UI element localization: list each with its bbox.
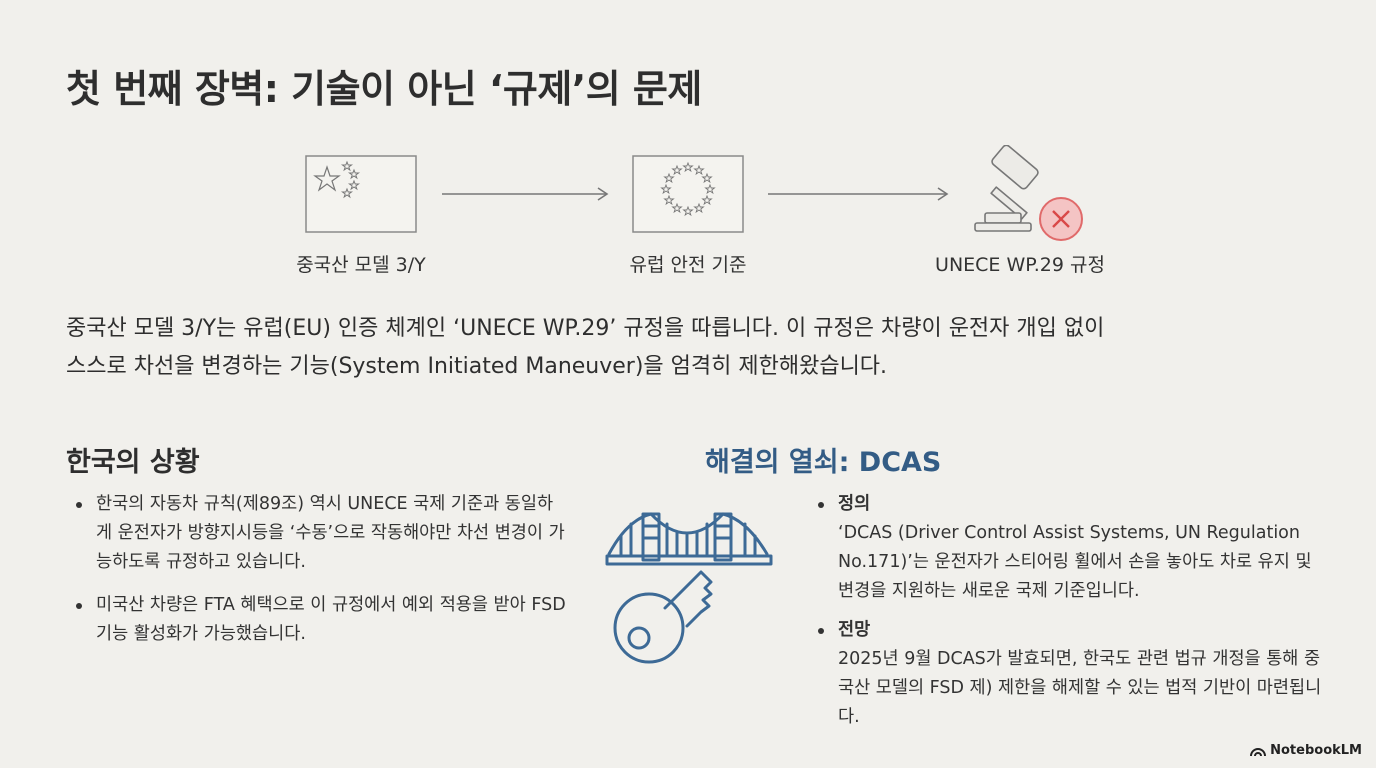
list-item: 정의 ‘DCAS (Driver Control Assist Systems,… xyxy=(808,490,1328,606)
intro-line: 중국산 모델 3/Y는 유럽(EU) 인증 체계인 ‘UNECE WP.29’ … xyxy=(66,316,1105,341)
flow-label-unece: UNECE WP.29 규정 xyxy=(935,254,1105,276)
brand-watermark: NotebookLM xyxy=(1250,743,1362,758)
dcas-definition-text: ‘DCAS (Driver Control Assist Systems, UN… xyxy=(838,523,1312,601)
gavel-reject-icon xyxy=(974,145,1083,241)
list-item: 미국산 차량은 FTA 혜택으로 이 규정에서 예외 적용을 받아 FSD 기능… xyxy=(66,591,566,649)
list-item: 전망 2025년 9월 DCAS가 발효되면, 한국도 관련 법규 개정을 통해… xyxy=(808,616,1328,732)
dcas-definition-heading: 정의 xyxy=(838,494,871,514)
flow-label-eu-standard: 유럽 안전 기준 xyxy=(629,254,747,276)
dcas-heading: 해결의 열쇠: DCAS xyxy=(705,447,942,478)
arrow-right-icon xyxy=(768,187,949,201)
list-item: 한국의 자동차 규칙(제89조) 역시 UNECE 국제 기준과 동일하게 운전… xyxy=(66,490,566,577)
dcas-outlook-text: 2025년 9월 DCAS가 발효되면, 한국도 관련 법규 개정을 통해 중국… xyxy=(838,649,1322,727)
dcas-outlook-heading: 전망 xyxy=(838,620,871,640)
intro-paragraph: 중국산 모델 3/Y는 유럽(EU) 인증 체계인 ‘UNECE WP.29’ … xyxy=(66,310,1266,386)
notebooklm-logo-icon xyxy=(1250,747,1267,756)
brand-name: NotebookLM xyxy=(1270,743,1362,758)
korea-bullet-list: 한국의 자동차 규칙(제89조) 역시 UNECE 국제 기준과 동일하게 운전… xyxy=(66,490,566,663)
dcas-list: 정의 ‘DCAS (Driver Control Assist Systems,… xyxy=(808,490,1328,742)
china-flag-icon xyxy=(305,155,417,233)
arrow-right-icon xyxy=(442,187,609,201)
eu-flag-icon xyxy=(632,155,744,233)
intro-line: 스스로 차선을 변경하는 기능(System Initiated Maneuve… xyxy=(66,354,888,379)
flow-label-china-model: 중국산 모델 3/Y xyxy=(296,254,426,276)
bridge-key-icon xyxy=(605,512,773,664)
korea-heading: 한국의 상황 xyxy=(66,447,200,478)
page-title: 첫 번째 장벽: 기술이 아닌 ‘규제’의 문제 xyxy=(66,67,702,111)
